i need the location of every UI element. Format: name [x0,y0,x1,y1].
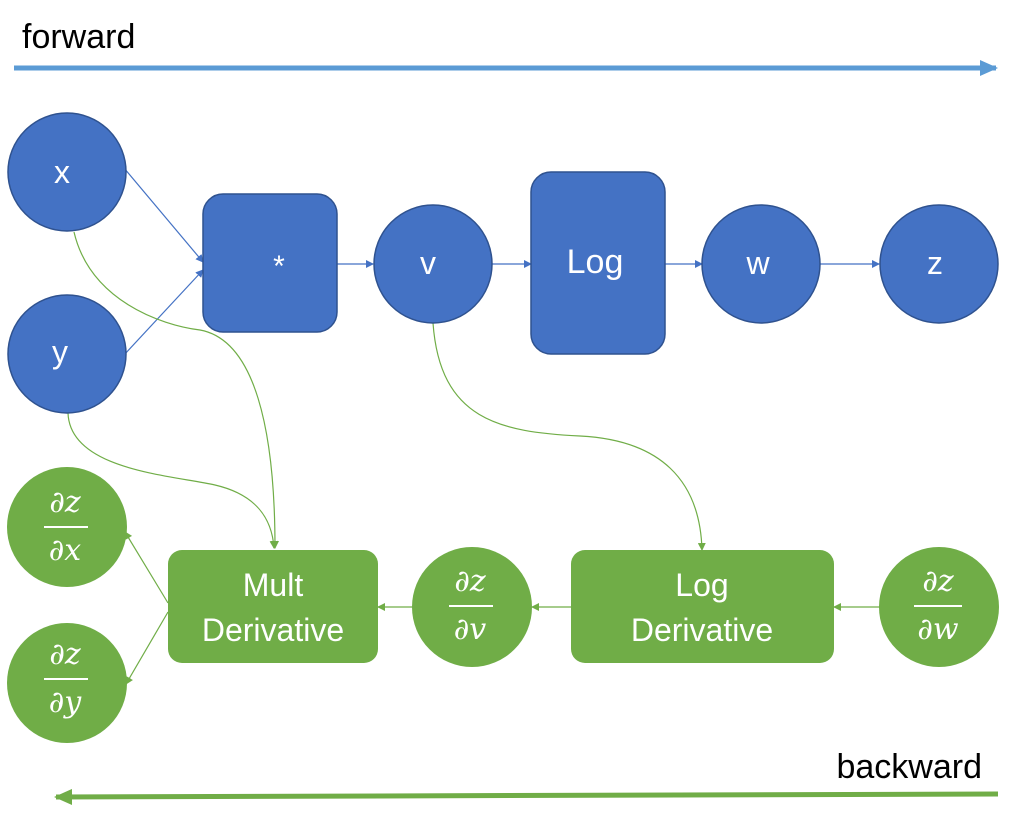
svg-text:Derivative: Derivative [202,612,344,648]
node-dz-dy: ∂z ∂y [7,623,127,743]
svg-text:∂y: ∂y [49,685,83,720]
edge-mult-derivative-to-dzdx [124,531,169,604]
node-v: v [373,204,493,324]
svg-text:Log: Log [675,567,728,603]
backward-arrow [54,788,999,805]
svg-text:∂z: ∂z [49,485,81,520]
node-dz-dv: ∂z ∂v [412,547,532,667]
backward-heading: backward [836,748,982,786]
svg-text:*: * [273,250,285,283]
node-z: z [879,204,999,324]
edge-x-to-mult [123,167,204,263]
svg-text:v: v [420,245,436,281]
node-dz-dx: ∂z ∂x [7,467,127,587]
node-mult-derivative: Mult Derivative [168,550,378,663]
svg-text:∂z: ∂z [454,564,486,599]
edge-y-to-mult-derivative [67,412,278,549]
edge-v-to-log-derivative [432,322,706,551]
svg-text:Log: Log [567,243,624,281]
svg-text:∂z: ∂z [922,564,954,599]
svg-text:x: x [54,154,70,190]
node-dz-dw: ∂z ∂w [879,547,999,667]
svg-text:w: w [745,245,770,281]
svg-text:Mult: Mult [243,567,304,603]
forward-heading: forward [22,18,135,56]
node-multiply: * [202,193,338,333]
edge-y-to-mult [123,269,204,356]
node-log-derivative: Log Derivative [571,550,834,663]
edge-x-to-mult-derivative [73,231,279,549]
svg-text:∂v: ∂v [454,612,487,647]
node-w: w [701,204,821,324]
svg-text:z: z [927,245,943,281]
node-x: x [7,112,127,232]
svg-text:∂w: ∂w [917,612,959,647]
svg-text:y: y [52,334,68,370]
svg-text:∂x: ∂x [49,533,82,568]
node-log: Log [530,171,666,355]
svg-text:Derivative: Derivative [631,612,773,648]
node-y: y [7,294,127,414]
svg-text:∂z: ∂z [49,637,81,672]
edge-mult-derivative-to-dzdy [125,611,169,685]
